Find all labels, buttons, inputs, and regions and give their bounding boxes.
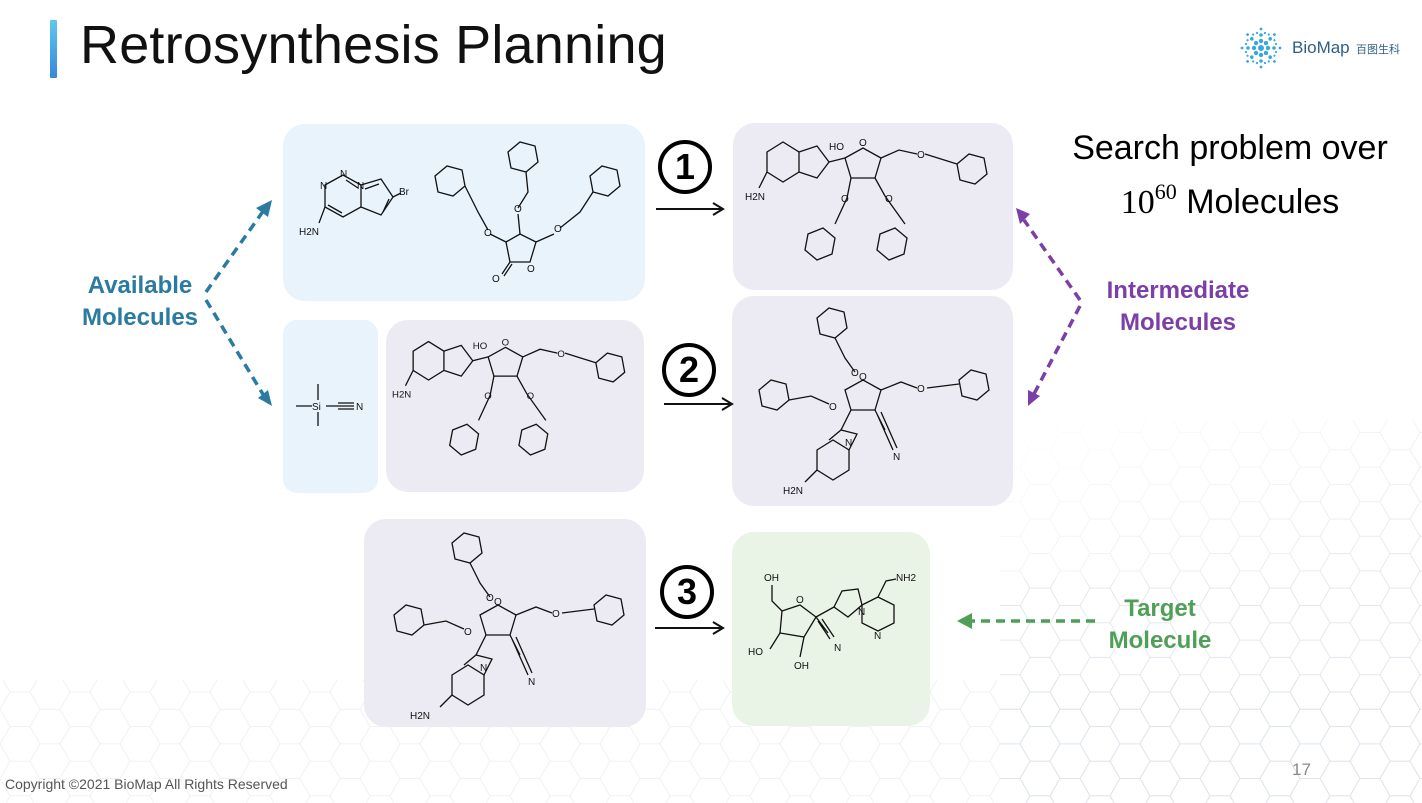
atom-label-o: O bbox=[502, 337, 510, 348]
atom-label-n: N bbox=[845, 438, 852, 449]
molecule-lactol-adduct-1: HO O O O O H2N bbox=[745, 138, 1005, 288]
atom-label-h2n: H2N bbox=[410, 711, 430, 722]
atom-label-n: N bbox=[858, 607, 865, 618]
atom-label-oh: OH bbox=[764, 573, 779, 584]
step-number-2: 2 bbox=[662, 343, 716, 397]
atom-label-n: N bbox=[356, 402, 363, 413]
atom-label-o: O bbox=[859, 372, 867, 383]
atom-label-h2n: H2N bbox=[783, 486, 803, 497]
page-title: Retrosynthesis Planning bbox=[80, 15, 667, 75]
atom-label-o: O bbox=[484, 228, 492, 239]
search-suffix: Molecules bbox=[1186, 183, 1340, 221]
intermediate-label-line1: Intermediate bbox=[1106, 277, 1250, 304]
atom-label-o: O bbox=[494, 597, 502, 608]
intermediate-arrow-up bbox=[1022, 218, 1082, 302]
atom-label-si: Si bbox=[312, 402, 321, 413]
target-molecule-label: Target Molecule bbox=[1090, 593, 1230, 657]
atom-label-n: N bbox=[874, 631, 881, 642]
search-base: 10 bbox=[1120, 184, 1155, 221]
atom-label-o: O bbox=[554, 224, 562, 235]
reaction-arrow-2 bbox=[664, 397, 734, 411]
atom-label-o: O bbox=[885, 194, 893, 205]
target-label-line2: Molecule bbox=[1108, 627, 1212, 654]
page-number: 17 bbox=[1292, 760, 1311, 779]
step-number-1: 1 bbox=[658, 140, 712, 194]
atom-label-ho: HO bbox=[829, 142, 844, 153]
target-molecule-panel bbox=[732, 532, 930, 726]
intermediate-molecule-panel-reactant-3 bbox=[364, 519, 646, 727]
available-label-line1: Available bbox=[87, 272, 193, 299]
atom-label-o: O bbox=[527, 391, 535, 402]
snowflake-dots-icon bbox=[1240, 27, 1282, 69]
atom-label-o: O bbox=[829, 402, 837, 413]
intermediate-label-line2: Molecules bbox=[1119, 309, 1237, 336]
atom-label-o: O bbox=[527, 264, 535, 275]
search-exponent: 60 bbox=[1154, 179, 1177, 204]
available-molecules-panel-1 bbox=[283, 124, 645, 301]
atom-label-n: N bbox=[320, 181, 327, 192]
atom-label-h2n: H2N bbox=[745, 192, 765, 203]
atom-label-n: N bbox=[357, 181, 364, 192]
atom-label-ho: HO bbox=[748, 647, 763, 658]
atom-label-nh2: NH2 bbox=[896, 573, 916, 584]
atom-label-o: O bbox=[917, 150, 925, 161]
atom-label-o: O bbox=[917, 384, 925, 395]
atom-label-n: N bbox=[480, 663, 487, 674]
atom-label-o: O bbox=[464, 627, 472, 638]
molecule-tmscn: Si N bbox=[294, 378, 363, 428]
atom-label-br: Br bbox=[399, 187, 410, 198]
atom-label-n: N bbox=[893, 452, 900, 463]
atom-label-o: O bbox=[851, 368, 859, 379]
atom-label-oh: OH bbox=[794, 661, 809, 672]
atom-label-n: N bbox=[528, 677, 535, 688]
atom-label-o: O bbox=[796, 595, 804, 606]
available-molecules-label: Available Molecules bbox=[70, 270, 210, 334]
atom-label-n: N bbox=[834, 643, 841, 654]
intermediate-molecules-label: Intermediate Molecules bbox=[1090, 275, 1266, 339]
reaction-arrow-1 bbox=[656, 202, 725, 216]
intermediate-arrow-down bbox=[1032, 305, 1082, 395]
molecule-tribenzyl-lactone: O O O O O bbox=[430, 132, 640, 285]
molecule-bromo-pyrrolotriazine: N N N Br H2N bbox=[299, 169, 410, 238]
search-problem-line2: 1060 Molecules bbox=[1060, 170, 1400, 225]
available-arrow-down bbox=[204, 299, 266, 397]
logo-name: BioMap bbox=[1292, 38, 1350, 57]
atom-label-ho: HO bbox=[473, 341, 488, 352]
atom-label-o: O bbox=[492, 274, 500, 285]
intermediate-molecule-panel-1 bbox=[733, 123, 1013, 290]
atom-label-o: O bbox=[486, 593, 494, 604]
reaction-arrow-3 bbox=[655, 621, 725, 635]
atom-label-o: O bbox=[841, 194, 849, 205]
molecule-target-nucleoside: OH O HO OH N N N NH2 bbox=[748, 573, 916, 672]
intermediate-molecule-panel-reactant-2 bbox=[386, 320, 644, 492]
atom-label-o: O bbox=[484, 391, 492, 402]
atom-label-n: N bbox=[340, 169, 347, 180]
copyright-footer: Copyright ©2021 BioMap All Rights Reserv… bbox=[5, 776, 288, 792]
intermediate-molecule-panel-2 bbox=[732, 296, 1013, 506]
atom-label-o: O bbox=[514, 204, 522, 215]
molecule-lactol-adduct-2: HO O O O O H2N bbox=[392, 337, 642, 485]
logo-chinese-name: 百图生科 bbox=[1356, 44, 1400, 56]
atom-label-h2n: H2N bbox=[392, 389, 411, 400]
available-arrow-up bbox=[204, 208, 266, 294]
search-problem-text: Search problem over 1060 Molecules bbox=[1060, 126, 1400, 225]
step-number-3: 3 bbox=[660, 565, 714, 619]
target-label-line1: Target bbox=[1124, 595, 1196, 622]
search-problem-line1: Search problem over bbox=[1072, 129, 1388, 167]
atom-label-o: O bbox=[859, 138, 867, 149]
atom-label-o: O bbox=[552, 609, 560, 620]
molecule-cyano-tribenzyl-2: O O O O N N H2N bbox=[380, 525, 640, 722]
atom-label-o: O bbox=[557, 349, 565, 360]
title-accent-bar bbox=[50, 20, 57, 78]
molecule-cyano-tribenzyl-1: O O O O N N H2N bbox=[745, 300, 1005, 497]
available-label-line2: Molecules bbox=[81, 304, 199, 331]
atom-label-h2n: H2N bbox=[299, 227, 319, 238]
